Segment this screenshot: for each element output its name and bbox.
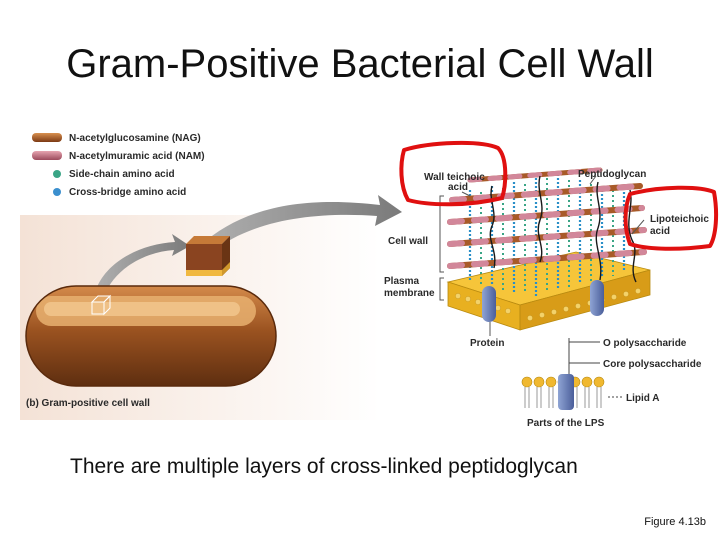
- lipoteichoic-label: Lipoteichoic: [650, 214, 709, 225]
- o-polysaccharide-label: O polysaccharide: [603, 338, 687, 349]
- cell-wall-cube: [186, 236, 230, 276]
- protein-label: Protein: [470, 338, 504, 349]
- side-chain-dot-icon: [53, 170, 61, 178]
- peptidoglycan-mesh: [447, 167, 647, 296]
- nam-swatch-icon: [32, 151, 62, 160]
- legend-item-nam: N-acetylmuramic acid (NAM): [32, 151, 205, 162]
- panel-label: (b) Gram-positive cell wall: [26, 398, 150, 409]
- peptidoglycan-label: Peptidoglycan: [578, 169, 646, 180]
- plasma-membrane-label: Plasma: [384, 276, 419, 287]
- lipoteichoic-label: acid: [650, 226, 670, 237]
- bracket-lines: [439, 175, 645, 336]
- red-annotation-circle: [399, 140, 508, 207]
- cross-bridge-dot-icon: [53, 188, 61, 196]
- lipid-a-protein-icon: [558, 374, 574, 410]
- legend-item-cross-bridge: Cross-bridge amino acid: [53, 187, 186, 198]
- legend-label: N-acetylmuramic acid (NAM): [69, 151, 205, 162]
- core-polysaccharide-label: Core polysaccharide: [603, 359, 702, 370]
- wall-teichoic-label: acid: [448, 182, 468, 193]
- legend-label: N-acetylglucosamine (NAG): [69, 133, 201, 144]
- cell-wall-label: Cell wall: [388, 236, 428, 247]
- legend-item-side-chain: Side-chain amino acid: [53, 169, 175, 180]
- legend-label: Cross-bridge amino acid: [69, 187, 186, 198]
- membrane-protein-icon: [482, 286, 496, 322]
- zoom-arrow-icon: [200, 195, 402, 252]
- nag-swatch-icon: [32, 133, 62, 142]
- lps-parts-label: Parts of the LPS: [527, 418, 605, 429]
- legend: N-acetylglucosamine (NAG) N-acetylmurami…: [32, 133, 205, 198]
- bacterial-cell: [25, 285, 277, 387]
- caption: There are multiple layers of cross-linke…: [70, 455, 578, 478]
- legend-item-nag: N-acetylglucosamine (NAG): [32, 133, 201, 144]
- legend-label: Side-chain amino acid: [69, 169, 175, 180]
- wall-teichoic-label: Wall teichoic: [424, 172, 485, 183]
- slide-title: Gram-Positive Bacterial Cell Wall: [66, 42, 654, 86]
- small-arrow-icon: [95, 234, 190, 296]
- membrane-protein-icon: [590, 280, 604, 316]
- lps-diagram: [521, 338, 624, 410]
- lipid-a-label: Lipid A: [626, 393, 660, 404]
- red-annotation-circle: [623, 185, 719, 251]
- figure-reference: Figure 4.13b: [644, 516, 706, 528]
- cut-cube-outline-icon: [90, 294, 112, 316]
- plasma-membrane-label: membrane: [384, 288, 435, 299]
